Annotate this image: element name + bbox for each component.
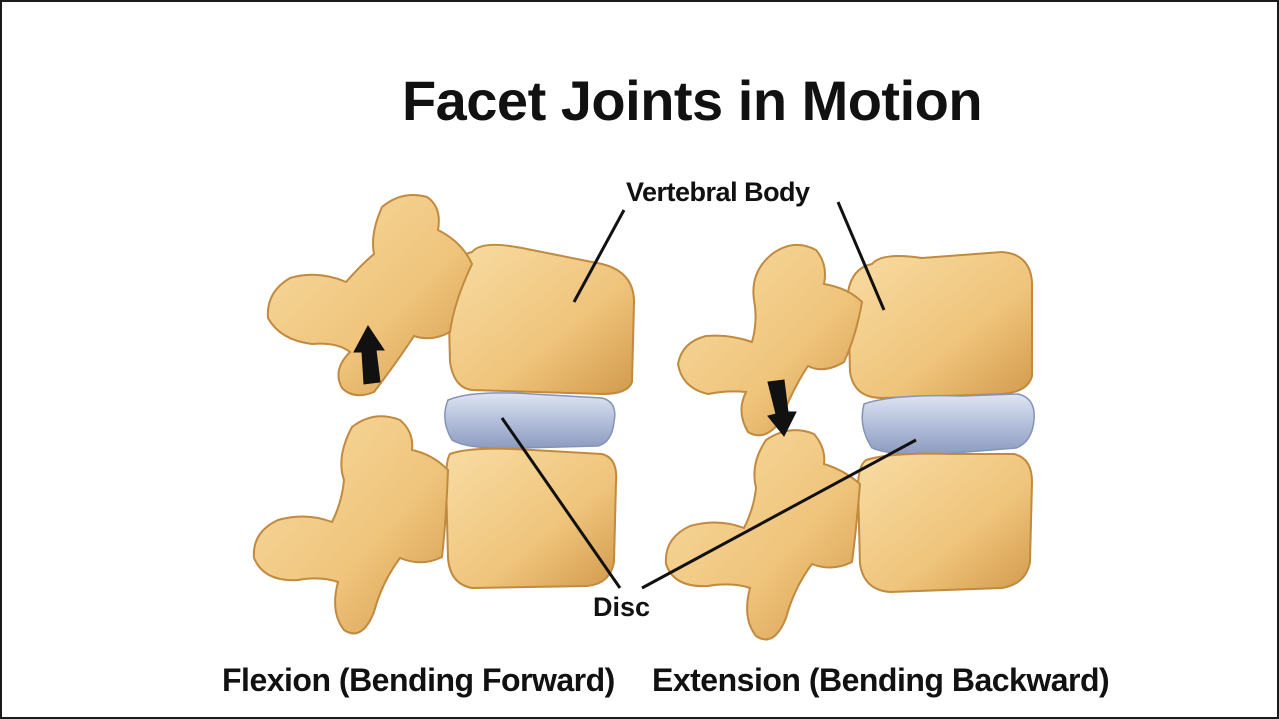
- upper-vertebral-body-right: [848, 252, 1032, 398]
- disc-left: [445, 393, 615, 448]
- upper-posterior-elements-right: [678, 245, 862, 435]
- lower-vertebral-body-right: [858, 454, 1032, 592]
- lower-posterior-elements-left: [254, 416, 448, 633]
- disc-right: [862, 394, 1034, 454]
- extension-vertebrae: [666, 245, 1034, 640]
- vertebral-body-label: Vertebral Body: [626, 177, 810, 208]
- lower-posterior-elements-right: [666, 430, 860, 639]
- lower-vertebral-body-left: [446, 449, 616, 588]
- flexion-caption: Flexion (Bending Forward): [222, 662, 615, 699]
- extension-caption: Extension (Bending Backward): [652, 662, 1109, 699]
- disc-label: Disc: [593, 592, 650, 623]
- upper-vertebral-body-left: [448, 245, 634, 394]
- flexion-vertebrae: [254, 195, 634, 633]
